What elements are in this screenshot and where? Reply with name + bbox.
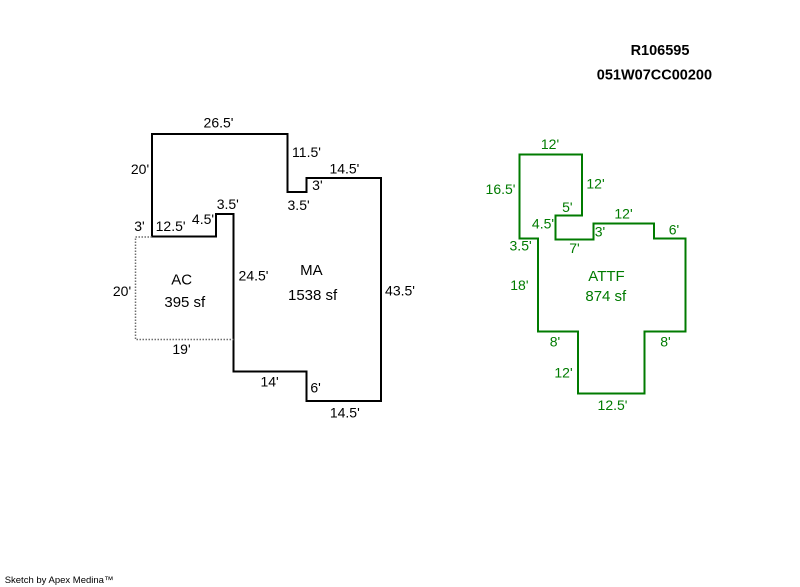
svg-text:14.5': 14.5' <box>330 405 360 421</box>
svg-text:3': 3' <box>134 218 144 234</box>
svg-text:1538 sf: 1538 sf <box>288 287 338 304</box>
svg-text:3.5': 3.5' <box>217 196 239 212</box>
svg-text:6': 6' <box>669 222 679 238</box>
svg-text:12': 12' <box>554 365 572 381</box>
svg-text:16.5': 16.5' <box>486 181 516 197</box>
svg-text:6': 6' <box>310 380 320 396</box>
svg-text:20': 20' <box>113 283 131 299</box>
svg-text:3.5': 3.5' <box>510 238 532 254</box>
svg-text:3': 3' <box>312 177 322 193</box>
svg-text:395 sf: 395 sf <box>164 294 206 311</box>
svg-text:8': 8' <box>550 334 560 350</box>
svg-text:5': 5' <box>562 199 572 215</box>
svg-text:18': 18' <box>510 277 528 293</box>
svg-text:24.5': 24.5' <box>239 268 269 284</box>
svg-text:874 sf: 874 sf <box>585 288 627 305</box>
svg-text:ATTF: ATTF <box>588 268 624 285</box>
svg-text:26.5': 26.5' <box>204 115 234 131</box>
svg-text:12.5': 12.5' <box>156 218 186 234</box>
svg-text:3.5': 3.5' <box>288 197 310 213</box>
svg-text:051W07CC00200: 051W07CC00200 <box>597 68 712 84</box>
svg-text:12.5': 12.5' <box>598 397 628 413</box>
svg-text:7': 7' <box>569 240 579 256</box>
svg-text:43.5': 43.5' <box>385 283 415 299</box>
svg-text:MA: MA <box>300 262 323 279</box>
svg-text:4.5': 4.5' <box>532 216 554 232</box>
svg-text:12': 12' <box>586 176 604 192</box>
svg-text:3': 3' <box>595 224 605 240</box>
svg-text:12': 12' <box>541 136 559 152</box>
svg-text:19': 19' <box>172 341 190 357</box>
svg-text:Sketch by Apex Medina™: Sketch by Apex Medina™ <box>5 575 114 586</box>
svg-text:20': 20' <box>131 161 149 177</box>
svg-text:14.5': 14.5' <box>329 161 359 177</box>
svg-text:R106595: R106595 <box>631 43 690 59</box>
svg-text:8': 8' <box>660 334 670 350</box>
svg-text:14': 14' <box>260 374 278 390</box>
svg-text:4.5': 4.5' <box>192 211 214 227</box>
svg-text:12': 12' <box>614 206 632 222</box>
svg-text:AC: AC <box>171 272 192 289</box>
svg-text:11.5': 11.5' <box>292 144 321 160</box>
